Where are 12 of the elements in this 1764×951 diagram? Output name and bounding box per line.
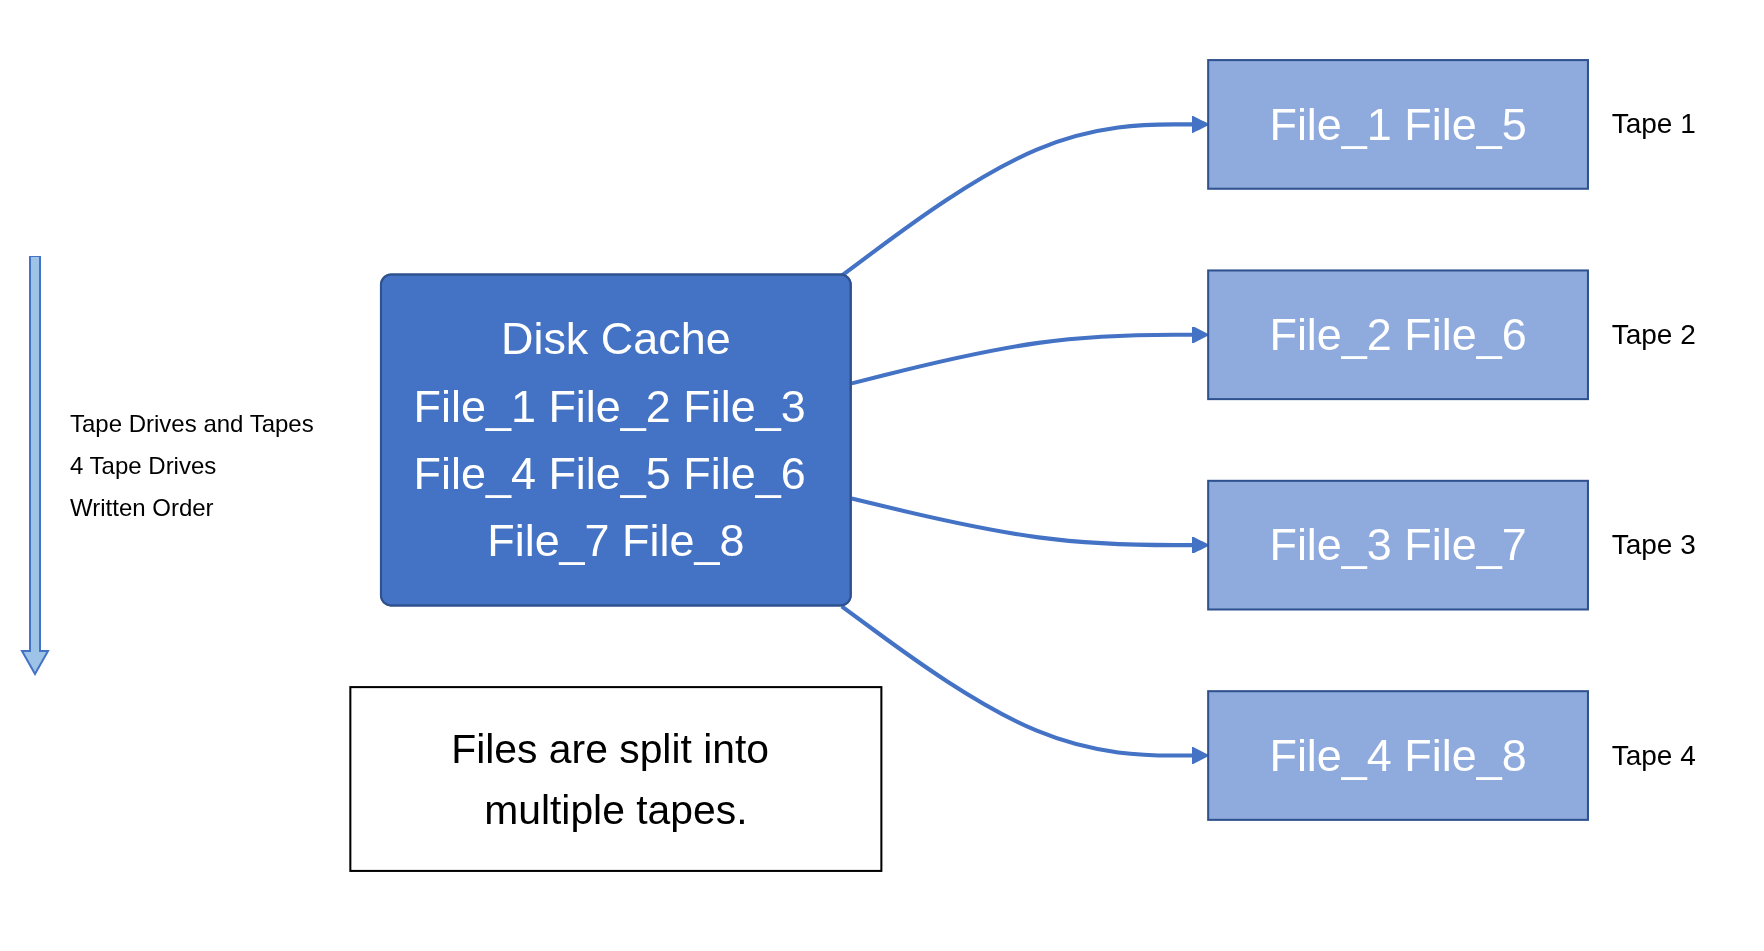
node-box: File_2 File_6 — [1206, 269, 1589, 401]
tape-label: Tape 1 — [1611, 108, 1696, 141]
tape-label: Tape 2 — [1611, 318, 1696, 351]
tape-label: Tape 4 — [1611, 739, 1696, 772]
note-text: 4 Tape Drives — [70, 451, 218, 480]
node-box: File_1 File_5 — [1206, 59, 1589, 190]
note-text: Tape Drives and Tapes — [70, 409, 314, 438]
note-text: Written Order — [70, 493, 215, 522]
tape-label: Tape 3 — [1611, 529, 1696, 562]
node-box: File_4 File_8 — [1206, 690, 1589, 821]
node-box: File_3 File_7 — [1206, 479, 1589, 611]
node-box: Files are split into multiple tapes. — [349, 686, 883, 872]
